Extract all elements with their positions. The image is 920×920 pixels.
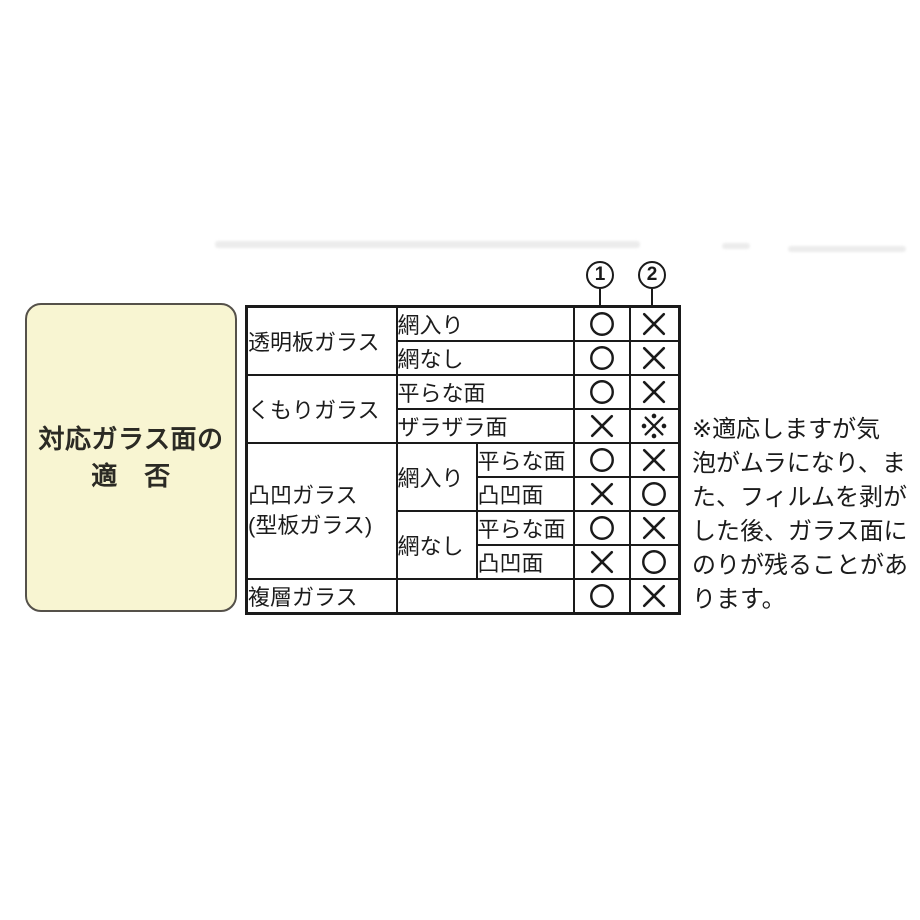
header-connector-line-2 <box>651 289 653 306</box>
mark-cell <box>572 442 631 478</box>
footnote-line: ります。 <box>692 586 786 613</box>
cross-mark-icon <box>643 380 666 404</box>
footnote-line: のりが残ることがあ <box>692 552 908 579</box>
reference-mark-icon <box>641 413 667 439</box>
mark-cell <box>572 305 631 342</box>
table-row: ザラザラ面 <box>247 408 681 444</box>
mark-cell <box>628 408 681 444</box>
column-header-1-label: 1 <box>594 264 606 285</box>
table-row: 網なし 平らな面 <box>247 510 681 580</box>
surface-cell: 凸凹面 <box>475 544 575 580</box>
surface-cell: 網入り <box>395 305 575 342</box>
mark-cell <box>628 374 681 410</box>
surface-cell: 平らな面 <box>395 374 575 410</box>
mark-cell <box>572 510 631 546</box>
surface-cell: 網なし <box>395 340 575 376</box>
mark-cell <box>572 476 631 512</box>
table-row: 凸凹面 <box>247 544 681 580</box>
glass-type-cell: 凸凹ガラス (型板ガラス) <box>245 442 398 580</box>
cross-mark-icon <box>590 550 613 574</box>
mark-cell <box>572 340 631 376</box>
compatibility-table: 透明板ガラス 網入り 網なし くもりガラス 平らな面 ザラザラ面 <box>245 305 681 615</box>
mark-cell <box>628 544 681 580</box>
mesh-cell: 網入り <box>395 442 478 512</box>
footnote: ※適応しますが気 泡がムラになり、ま た、フィルムを剥が した後、ガラス面に の… <box>692 413 908 617</box>
header-connector-line-1 <box>599 289 601 306</box>
scan-artifact <box>788 246 906 252</box>
panel-title-line1: 対応ガラス面の <box>38 423 224 454</box>
mark-cell <box>628 305 681 342</box>
column-header-circle-1: 1 <box>586 261 614 289</box>
circle-mark-icon <box>589 380 614 404</box>
circle-mark-icon <box>642 482 667 506</box>
glass-type-cell: 透明板ガラス <box>245 305 398 376</box>
cross-mark-icon <box>643 448 666 472</box>
footnote-line: た、フィルムを剥が <box>692 484 908 511</box>
surface-cell: 平らな面 <box>475 510 575 546</box>
cross-mark-icon <box>643 346 666 370</box>
surface-cell: 凸凹面 <box>475 476 575 512</box>
scan-artifact <box>215 241 640 248</box>
table-row: 凸凹ガラス (型板ガラス) 網入り 平らな面 <box>245 442 681 580</box>
circle-mark-icon <box>589 448 614 472</box>
title-panel: 対応ガラス面の 適 否 <box>25 303 237 612</box>
empty-cell <box>395 578 575 615</box>
footnote-line: ※適応しますが気 <box>692 416 881 443</box>
mark-cell <box>628 476 681 512</box>
table-row: 網なし <box>247 340 681 376</box>
mark-cell <box>572 578 631 615</box>
mark-cell <box>572 408 631 444</box>
mark-cell <box>628 578 681 615</box>
mark-cell <box>628 340 681 376</box>
circle-mark-icon <box>589 584 614 608</box>
cross-mark-icon <box>643 584 666 608</box>
circle-mark-icon <box>589 346 614 370</box>
circle-mark-icon <box>589 516 614 540</box>
column-header-2-label: 2 <box>646 264 658 285</box>
circle-mark-icon <box>589 312 614 336</box>
mark-cell <box>572 544 631 580</box>
surface-cell: ザラザラ面 <box>395 408 575 444</box>
glass-type-cell: くもりガラス <box>245 374 398 444</box>
cross-mark-icon <box>643 312 666 336</box>
mesh-cell: 網なし <box>395 510 478 580</box>
cross-mark-icon <box>590 414 613 438</box>
table-row: くもりガラス 平らな面 <box>245 374 681 444</box>
table-row: 複層ガラス <box>245 578 681 615</box>
glass-type-line1: 凸凹ガラス <box>248 483 358 508</box>
mark-cell <box>628 510 681 546</box>
mark-cell <box>572 374 631 410</box>
column-header-circle-2: 2 <box>638 261 666 289</box>
footnote-line: した後、ガラス面に <box>692 518 908 545</box>
circle-mark-icon <box>642 550 667 574</box>
panel-title-line2: 適 否 <box>91 460 171 491</box>
cross-mark-icon <box>643 516 666 540</box>
table-row: 凸凹面 <box>247 476 681 512</box>
cross-mark-icon <box>590 482 613 506</box>
table-row: 透明板ガラス 網入り <box>245 305 681 376</box>
glass-type-cell: 複層ガラス <box>245 578 398 615</box>
surface-cell: 平らな面 <box>475 442 575 478</box>
footnote-line: 泡がムラになり、ま <box>692 450 906 477</box>
scan-artifact <box>722 243 750 249</box>
glass-type-line2: (型板ガラス) <box>248 513 373 538</box>
mark-cell <box>628 442 681 478</box>
